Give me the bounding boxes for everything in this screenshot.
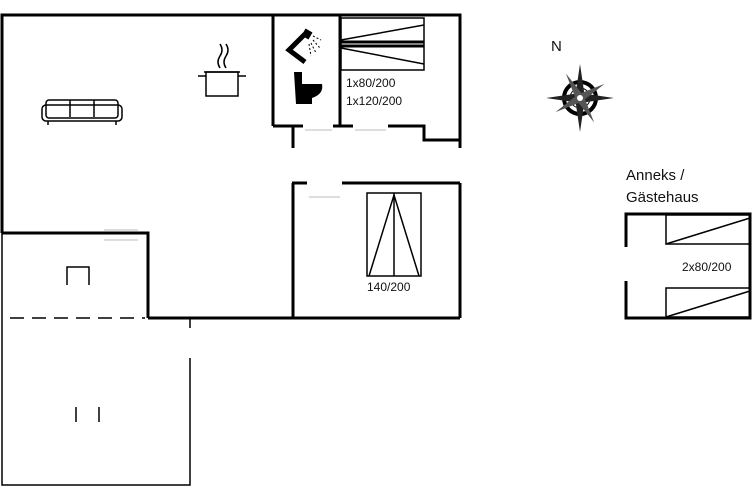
bed-room2 xyxy=(366,192,422,277)
bed-label-room1-line1: 1x80/200 xyxy=(346,76,396,90)
shower-icon xyxy=(285,28,322,64)
cooking-pot-icon xyxy=(198,43,246,97)
toilet-icon xyxy=(294,72,323,104)
bed-label-room2: 140/200 xyxy=(367,280,411,294)
bed-label-room1-line2: 1x120/200 xyxy=(346,94,402,108)
compass-rose-icon xyxy=(546,64,614,132)
bed-label-annex: 2x80/200 xyxy=(682,260,732,274)
annex-title-line2: Gästehaus xyxy=(626,189,699,206)
bed-room1 xyxy=(340,17,425,71)
annex-walls xyxy=(624,212,752,320)
terrace-outline xyxy=(1,233,191,486)
annex-title-line1: Anneks / xyxy=(626,167,685,184)
sofa-icon xyxy=(41,99,123,125)
main-house-walls xyxy=(0,13,462,320)
compass-north-label: N xyxy=(551,38,562,55)
